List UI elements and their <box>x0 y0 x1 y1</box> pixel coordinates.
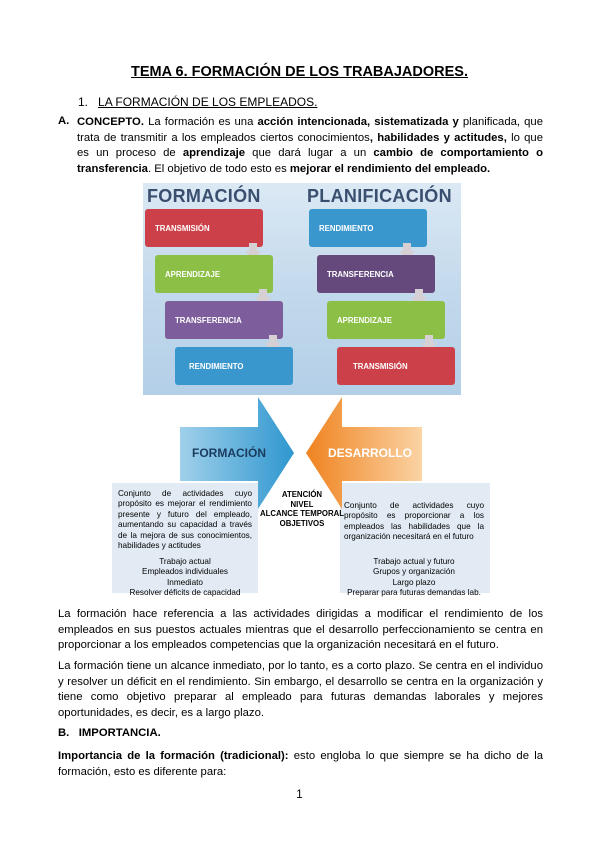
formation-list: Trabajo actual Empleados individuales In… <box>118 557 252 599</box>
section-number: 1. <box>78 95 89 109</box>
paragraph-importance: Importancia de la formación (tradicional… <box>58 749 543 780</box>
concept-text-run: que dará lugar a un <box>245 147 374 160</box>
right-step-1: RENDIMIENTO <box>309 209 427 247</box>
down-arrow-icon <box>411 289 427 307</box>
formation-list-item: Inmediato <box>167 577 203 587</box>
right-step-3: APRENDIZAJE <box>327 301 445 339</box>
right-step-3-label: APRENDIZAJE <box>337 315 393 325</box>
left-step-3: TRANSFERENCIA <box>165 301 283 339</box>
right-step-4-label: TRANSMISIÓN <box>353 361 408 371</box>
left-step-3-label: TRANSFERENCIA <box>175 315 242 325</box>
paragraph-scope: La formación tiene un alcance inmediato,… <box>58 660 543 719</box>
section-heading: 1. LA FORMACIÓN DE LOS EMPLEADOS. <box>78 95 317 109</box>
development-list-item: Trabajo actual y futuro <box>373 557 455 566</box>
left-step-2-label: APRENDIZAJE <box>165 269 221 279</box>
down-arrow-icon <box>399 243 415 261</box>
figure1-right-title: PLANIFICACIÓN <box>307 186 452 206</box>
right-step-2-label: TRANSFERENCIA <box>327 269 394 279</box>
section-label: LA FORMACIÓN DE LOS EMPLEADOS. <box>98 95 318 109</box>
development-description: Conjunto de actividades cuyo propósito e… <box>344 501 484 542</box>
concept-bold-run: aprendizaje <box>182 147 246 160</box>
down-arrow-icon <box>255 289 271 307</box>
concept-paragraph: CONCEPTO. La formación es una acción int… <box>77 115 543 177</box>
development-arrow-label: DESARROLLO <box>328 446 412 460</box>
right-step-4: TRANSMISIÓN <box>337 347 455 385</box>
criterion-attention: ATENCIÓN <box>281 490 323 499</box>
concept-bold-run: , habilidades y actitudes, <box>369 131 507 144</box>
document-title: TEMA 6. FORMACIÓN DE LOS TRABAJADORES. <box>130 64 468 80</box>
formation-development-arrows <box>112 397 490 593</box>
concept-bold-run: mejorar el rendimiento del empleado. <box>289 162 491 175</box>
concept-letter: A. <box>58 115 70 127</box>
right-step-2: TRANSFERENCIA <box>317 255 435 293</box>
concept-bold-run: cambio de comportamiento o transferencia <box>77 147 543 175</box>
importance-heading: B. IMPORTANCIA. <box>58 727 161 739</box>
concept-text-run: planificada, que trata de transmitir a l… <box>77 116 544 144</box>
importance-lead: Importancia de la formación (tradicional… <box>58 750 289 762</box>
down-arrow-icon <box>421 335 437 353</box>
importance-text: esto engloba lo que siempre se ha dicho … <box>58 750 543 778</box>
criterion-time-scope: ALCANCE TEMPORAL <box>259 509 345 519</box>
criterion-level: NIVEL <box>290 499 314 509</box>
formation-planning-figure: FORMACIÓN PLANIFICACIÓN TRANSMISIÓN APRE… <box>143 183 461 395</box>
down-arrow-icon <box>265 335 281 353</box>
left-step-1-label: TRANSMISIÓN <box>155 223 210 233</box>
paragraph-formation-vs-development: La formación hace referencia a las activ… <box>58 608 543 652</box>
comparison-criteria: ATENCIÓN NIVEL ALCANCE TEMPORAL OBJETIVO… <box>254 490 350 528</box>
concept-text-run: . El objetivo de todo esto es <box>147 162 290 175</box>
formation-list-item: Empleados individuales <box>141 567 229 577</box>
concept-text-run: lo que es un proceso de <box>77 131 543 160</box>
page-number: 1 <box>296 789 303 801</box>
formation-list-item: Resolver déficits de capacidad <box>129 588 241 598</box>
left-step-4: RENDIMIENTO <box>175 347 293 385</box>
concept-bold-run: CONCEPTO. <box>77 116 144 128</box>
formation-development-figure: FORMACIÓN DESARROLLO ATENCIÓN NIVEL ALCA… <box>112 397 492 597</box>
down-arrow-icon <box>245 243 261 261</box>
development-arrow-shape <box>306 397 422 509</box>
criterion-objectives: OBJETIVOS <box>279 518 325 528</box>
right-step-1-label: RENDIMIENTO <box>319 223 374 233</box>
development-list-item: Grupos y organización <box>373 567 455 577</box>
left-step-4-label: RENDIMIENTO <box>189 361 244 371</box>
figure1-left-title: FORMACIÓN <box>147 186 261 206</box>
importance-letter: B. <box>58 727 70 739</box>
development-list: Trabajo actual y futuro Grupos y organiz… <box>344 557 484 599</box>
left-step-1: TRANSMISIÓN <box>145 209 263 247</box>
development-list-item: Preparar para futuras demandas lab. <box>347 588 481 598</box>
concept-text-run: La formación es una <box>143 116 258 128</box>
formation-arrow-label: FORMACIÓN <box>192 446 266 460</box>
formation-list-item: Trabajo actual <box>159 557 211 566</box>
left-step-2: APRENDIZAJE <box>155 255 273 293</box>
formation-description: Conjunto de actividades cuyo propósito e… <box>118 489 252 551</box>
formation-arrow-shape <box>180 397 294 509</box>
concept-bold-run: acción intencionada, sistematizada y <box>257 116 459 128</box>
importance-label: IMPORTANCIA. <box>78 727 161 739</box>
development-list-item: Largo plazo <box>392 577 436 587</box>
